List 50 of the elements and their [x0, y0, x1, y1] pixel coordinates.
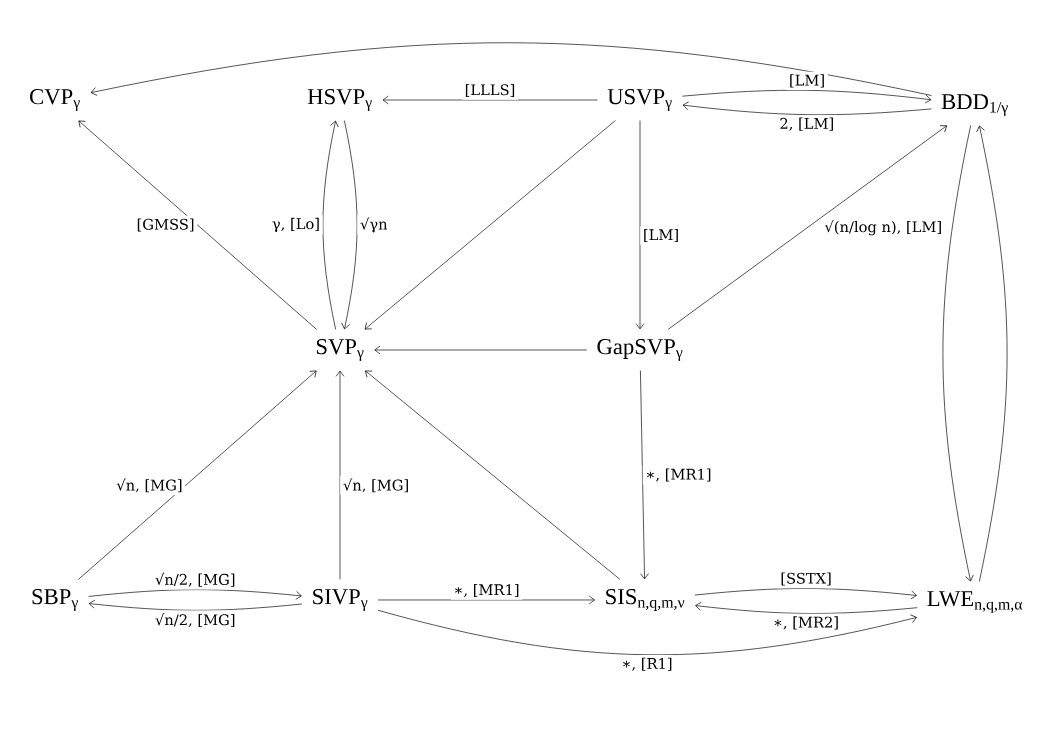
edge-label: ∗, [MR1] [450, 581, 523, 600]
edge-label: ∗, [MR1] [642, 465, 715, 485]
arrow [364, 120, 616, 330]
problem-label: SIVP$_{γ}$ [313, 589, 368, 611]
edge-label: √γn [357, 214, 391, 236]
arrow [695, 601, 918, 614]
edge-label: 2, [LM] [776, 114, 837, 134]
problem-label: HSVP$_{γ}$ [307, 89, 372, 111]
arrow [377, 595, 595, 605]
problem-label: SBP$_{γ}$ [32, 589, 78, 611]
problem-label: BDD$_{1/γ}$ [941, 94, 1008, 116]
edge-label: [GMSS] [133, 215, 198, 235]
edge-label: γ, [Lo] [269, 215, 323, 235]
edge-label: ∗, [R1] [618, 655, 676, 674]
edge-label: [LLLS] [462, 81, 519, 100]
arrow [335, 370, 345, 580]
arrow [88, 589, 302, 600]
edge-label: √n/2, [MG] [152, 570, 239, 590]
edge-label: [LM] [786, 71, 828, 91]
arrow [322, 120, 339, 330]
arrow [976, 125, 1008, 582]
edge-label: √n/2, [MG] [152, 610, 239, 630]
edge-label: √n, [MG] [113, 475, 186, 496]
problem-label: SIS$_{n,q,m,ν}$ [606, 589, 685, 611]
arrow [682, 89, 932, 104]
arrow [90, 42, 932, 96]
arrow [374, 345, 588, 355]
edge-label: [SSTX] [777, 569, 835, 589]
arrow [640, 370, 649, 580]
arrow [942, 125, 974, 582]
arrow [682, 101, 932, 116]
problem-label: LWE$_{n,q,m,α}$ [927, 591, 1023, 613]
problem-label: SVP$_{γ}$ [316, 339, 364, 361]
arrow [365, 370, 621, 580]
arrow [377, 609, 917, 656]
problem-label: GapSVP$_{γ}$ [597, 339, 683, 361]
edge-label: √n, [MG] [340, 475, 412, 496]
problem-label: USVP$_{γ}$ [607, 89, 672, 111]
problem-label: CVP$_{γ}$ [30, 89, 80, 111]
arrow [78, 120, 317, 330]
arrow [78, 370, 317, 580]
arrow [341, 120, 358, 330]
arrow [694, 588, 917, 600]
arrow [667, 125, 947, 330]
edge-label: [LM] [640, 226, 682, 245]
edge-label: ∗, [MR2] [770, 613, 842, 633]
arrow [635, 120, 645, 330]
arrow [382, 95, 598, 105]
arrow [88, 599, 303, 611]
edge-label: √(n/log n), [LM] [821, 217, 945, 238]
